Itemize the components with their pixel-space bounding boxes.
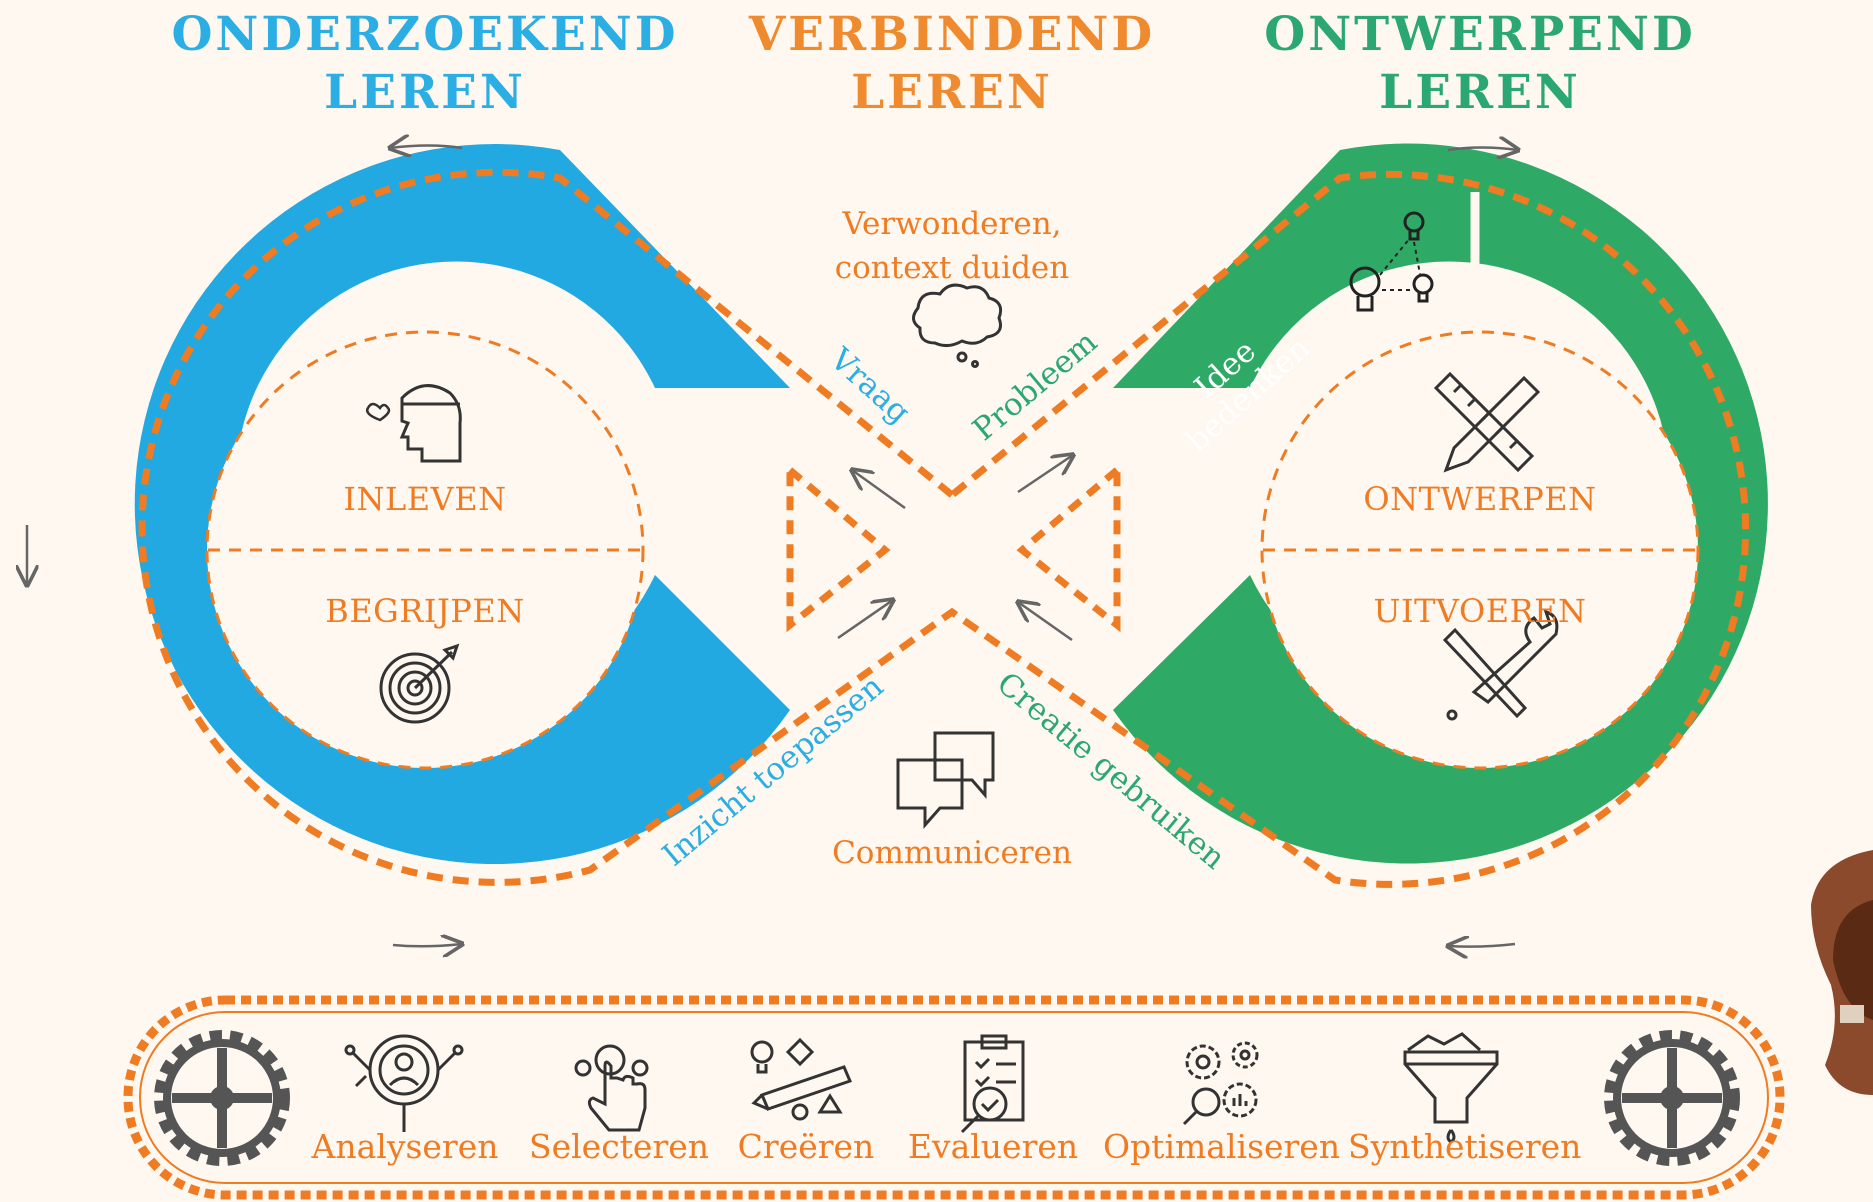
uitvoeren-label: UITVOEREN	[1373, 592, 1587, 630]
inleven-label: INLEVEN	[343, 480, 507, 518]
create-pencil-icon	[750, 1037, 853, 1121]
arrow-bottom-right	[1448, 944, 1516, 947]
tool-label-optimaliseren: Optimaliseren	[1103, 1127, 1341, 1166]
select-hand-icon	[574, 1044, 649, 1132]
gear-icon-left	[154, 1030, 290, 1166]
outer-dashed-path	[138, 168, 1750, 888]
arrow-center-ne	[1017, 455, 1073, 494]
ruler-pencil-icon	[1433, 371, 1541, 473]
verwonderen-line2: context duiden	[834, 250, 1070, 286]
arrow-center-nw	[852, 470, 906, 510]
lightbulbs-icon	[1349, 211, 1434, 312]
header-verbindend: VERBINDEND LEREN	[672, 6, 1232, 122]
conveyor-belt	[123, 995, 1785, 1200]
center-triangle-right	[1016, 462, 1121, 633]
ontwerpen-label: ONTWERPEN	[1363, 480, 1597, 518]
tool-label-evalueren: Evalueren	[907, 1127, 1079, 1166]
tool-label-selecteren: Selecteren	[528, 1127, 710, 1166]
analyze-magnifier-icon	[344, 1034, 464, 1132]
guitar-photo-partial	[1811, 850, 1873, 1095]
header-middle-line1: VERBINDEND	[748, 7, 1156, 62]
arrow-center-se	[1018, 602, 1073, 642]
header-right-line2: LEREN	[1379, 65, 1581, 120]
begrijpen-label: BEGRIJPEN	[325, 592, 525, 630]
tool-label-synthetiseren: Synthetiseren	[1348, 1127, 1582, 1166]
verwonderen-line1: Verwonderen,	[842, 206, 1062, 242]
header-left-line2: LEREN	[324, 65, 526, 120]
arrow-top-left	[390, 146, 463, 149]
conveyor-belt-inner	[139, 1011, 1769, 1184]
verwonderen-text: Verwonderen, context duiden	[802, 202, 1102, 290]
target-icon	[379, 643, 460, 724]
empathy-head-icon	[366, 384, 462, 463]
arrow-top-right	[1447, 148, 1518, 151]
tool-label-analyseren: Analyseren	[311, 1127, 499, 1166]
synthesize-funnel-icon	[1403, 1032, 1499, 1144]
header-right-line1: ONTWERPEND	[1264, 7, 1696, 62]
optimize-gears-icon	[1182, 1041, 1259, 1126]
thought-cloud-icon	[912, 283, 1003, 368]
header-onderzoekend: ONDERZOEKEND LEREN	[145, 6, 705, 122]
arrow-bottom-left	[392, 944, 462, 946]
header-ontwerpend: ONTWERPEND LEREN	[1200, 6, 1760, 122]
header-middle-line2: LEREN	[851, 65, 1053, 120]
center-triangle-left	[786, 462, 891, 633]
chat-bubbles-icon	[896, 731, 995, 829]
tool-label-creeren: Creëren	[737, 1127, 875, 1166]
header-left-line1: ONDERZOEKEND	[171, 7, 679, 62]
gear-icon-right	[1604, 1030, 1740, 1166]
tools-icon	[1442, 609, 1559, 721]
communiceren-text: Communiceren	[832, 835, 1072, 871]
evaluate-clipboard-icon	[960, 1034, 1025, 1134]
arrow-center-sw	[837, 600, 893, 640]
